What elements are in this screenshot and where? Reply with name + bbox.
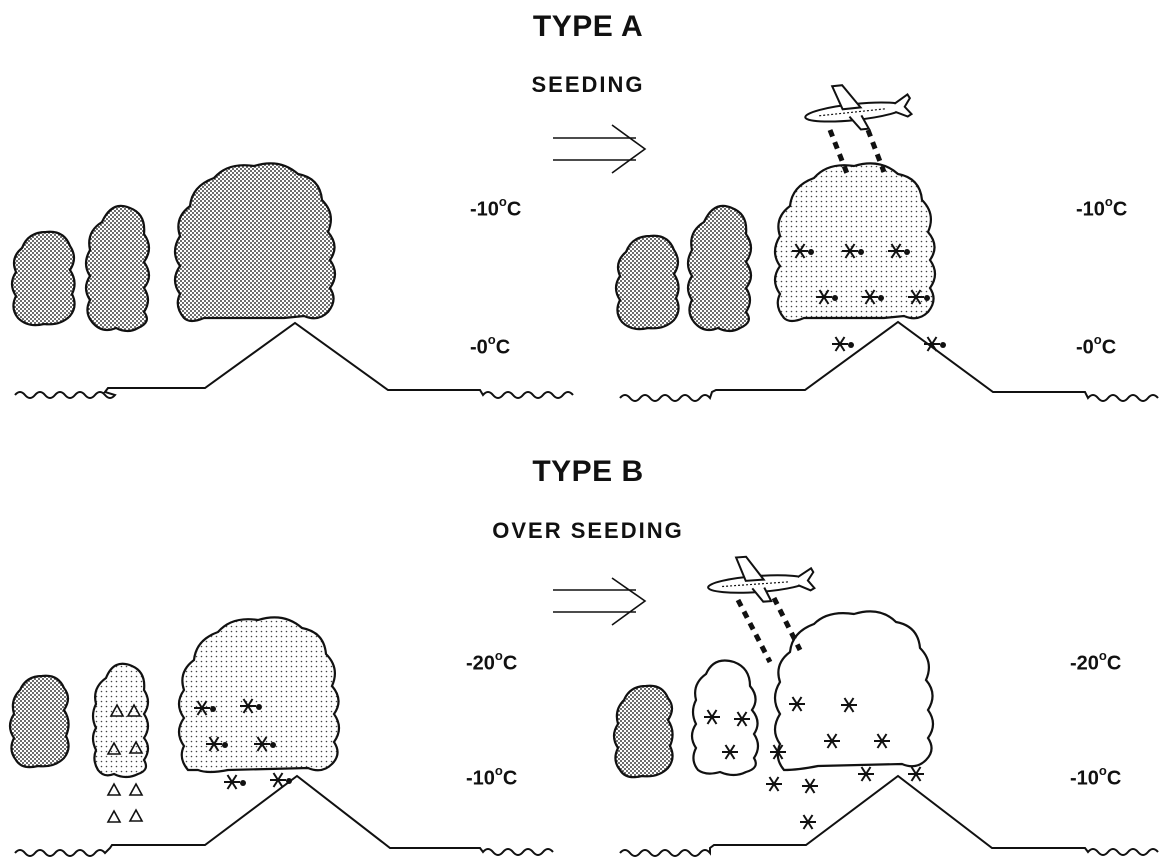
arrow-icon (553, 578, 645, 625)
cloud-small-1 (10, 676, 69, 767)
cloud-glaciated-small (692, 661, 758, 776)
cloud-small-1 (614, 686, 673, 777)
graupel-triangle-icon (130, 810, 142, 821)
ground-line (15, 776, 553, 856)
ground-line (15, 323, 573, 398)
ground-line (620, 776, 1158, 856)
cloud-small-1 (616, 236, 679, 329)
snowflake-icon (766, 777, 782, 791)
cloud-glaciated-large (775, 611, 933, 770)
graupel-triangle-icon (108, 811, 120, 822)
arrow-icon (553, 125, 645, 173)
cloud-small-2 (93, 664, 148, 777)
graupel-triangle-icon (130, 784, 142, 795)
type-b-left-panel (10, 617, 553, 856)
airplane-icon (706, 552, 815, 605)
snowflake-icon (802, 779, 818, 793)
cloud-small-2 (688, 206, 751, 331)
snowflake-icon (270, 773, 292, 787)
graupel-triangle-icon (108, 784, 120, 795)
snowflake-icon (800, 815, 816, 829)
snowflake-icon (858, 767, 874, 781)
cloud-small-2 (86, 206, 149, 331)
type-a-right-panel (616, 78, 1158, 401)
snowflake-icon (224, 775, 246, 789)
type-a-left-panel (12, 163, 573, 398)
cloud-large (175, 163, 335, 321)
type-b-right-panel (614, 552, 1158, 856)
airplane-icon (802, 78, 912, 135)
cloud-small-1 (12, 232, 75, 325)
snowflake-icon (924, 337, 946, 351)
snowflake-icon (832, 337, 854, 351)
ground-line (620, 322, 1158, 401)
snowflake-icon (908, 767, 924, 781)
